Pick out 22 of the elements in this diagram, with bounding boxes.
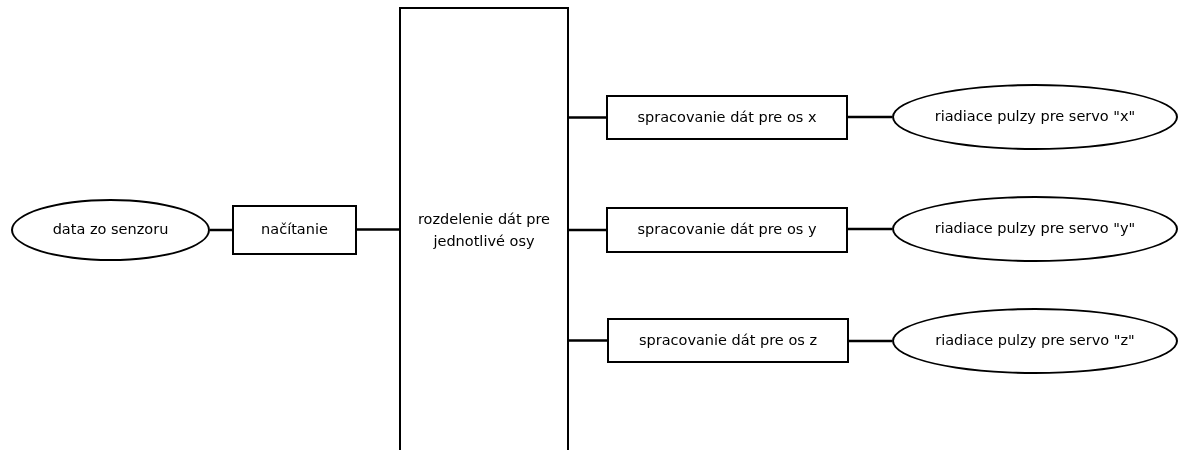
process-box	[232, 205, 357, 255]
node-label: riadiace pulzy pre servo "x"	[933, 107, 1137, 127]
connector-line	[849, 339, 892, 343]
process-box	[606, 95, 848, 140]
connector-line	[357, 228, 399, 231]
connector-line	[210, 228, 232, 232]
node-label: riadiace pulzy pre servo "z"	[934, 331, 1136, 351]
node-label: spracovanie dát pre os y	[636, 220, 818, 240]
connector-line	[569, 228, 606, 232]
node-label: spracovanie dát pre os z	[637, 331, 819, 350]
connector-line	[848, 115, 892, 119]
node-label: rozdelenie dát pre jednotlivé osy	[416, 210, 552, 251]
process-box	[607, 318, 849, 363]
node-label: riadiace pulzy pre servo "y"	[933, 219, 1137, 239]
connector-line	[848, 227, 892, 231]
connector-line	[569, 116, 606, 119]
node-label: načítanie	[260, 220, 329, 240]
node-label: data zo senzoru	[51, 220, 170, 240]
connector-line	[569, 339, 607, 342]
process-box	[606, 207, 848, 253]
node-label: spracovanie dát pre os x	[636, 108, 818, 127]
process-box	[399, 7, 569, 450]
